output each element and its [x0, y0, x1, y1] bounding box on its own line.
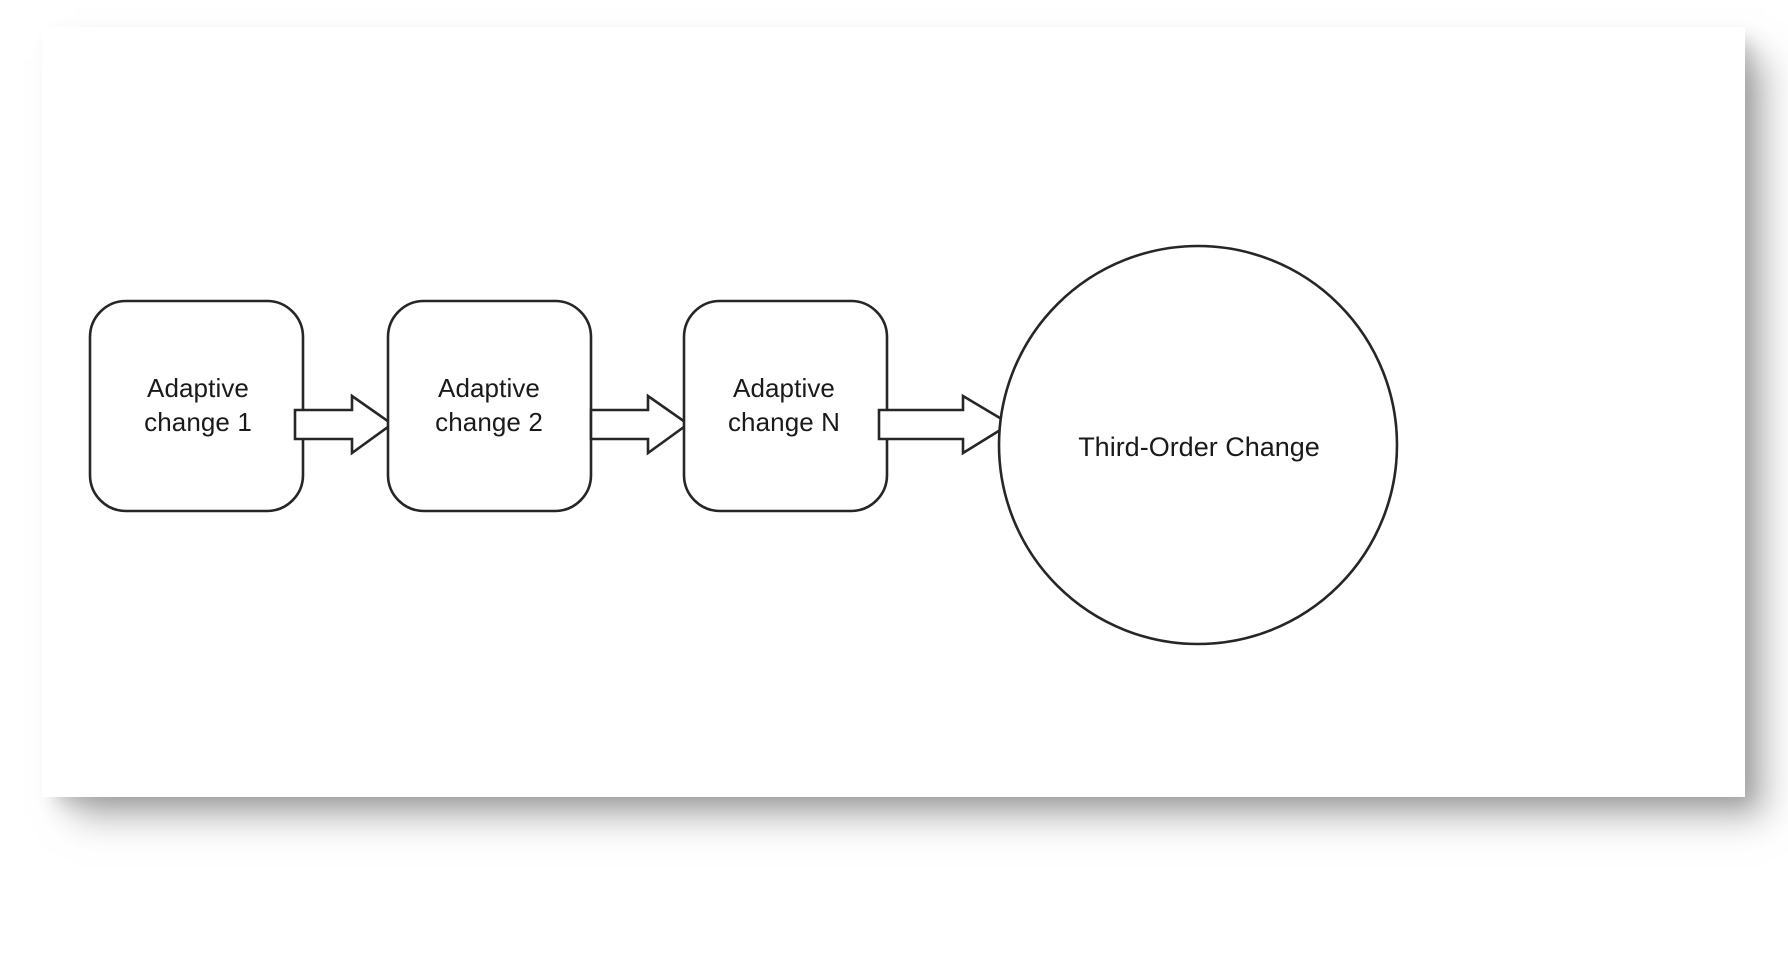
node-label-line-1: Adaptive — [438, 372, 540, 403]
node-label-adaptive-change-1: Adaptive change 1 — [88, 300, 308, 510]
node-label-third-order-change: Third-Order Change — [1078, 432, 1320, 462]
node-label-adaptive-change-n: Adaptive change N — [680, 300, 888, 510]
node-label-adaptive-change-2: Adaptive change 2 — [385, 300, 593, 510]
node-label-line-2: change N — [727, 407, 841, 437]
node-label-line-1: Adaptive — [147, 372, 249, 403]
node-label-line-1: Adaptive — [733, 372, 835, 403]
node-label-line-2: change 2 — [435, 407, 543, 437]
node-label-line-2: change 1 — [144, 407, 252, 437]
